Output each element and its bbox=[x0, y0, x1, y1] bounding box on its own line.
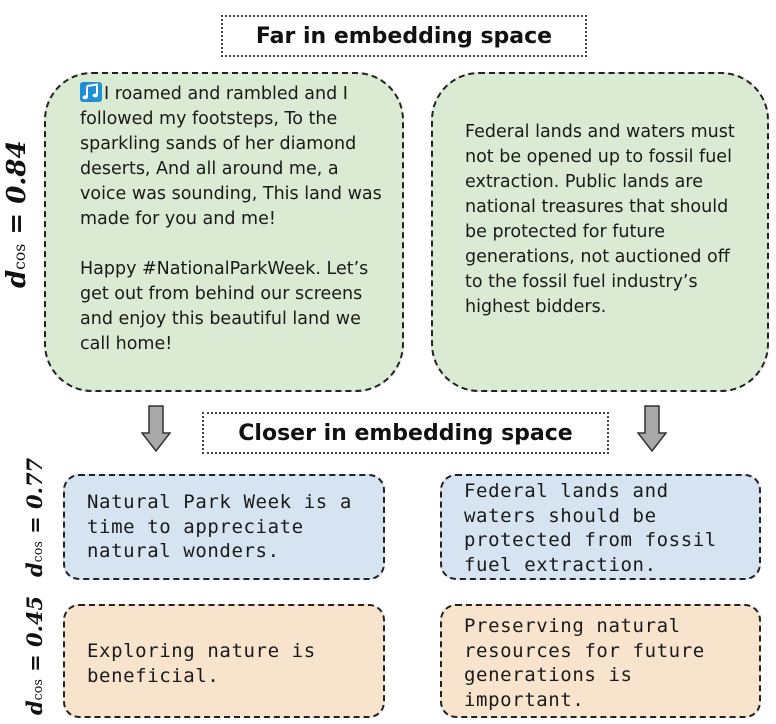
distance-value-mid: = 0.77 bbox=[22, 457, 47, 534]
down-arrow-icon-right bbox=[637, 405, 667, 453]
tweet-left-paragraph-1-text: I roamed and rambled and I followed my f… bbox=[80, 84, 382, 229]
distance-label-bottom: dcos = 0.45 bbox=[22, 596, 48, 715]
tweet-left-paragraph-2: Happy #NationalParkWeek. Let’s get out f… bbox=[80, 259, 369, 354]
summary-bottom-left-text: Exploring nature is beneficial. bbox=[87, 640, 316, 687]
music-note-icon bbox=[80, 82, 102, 102]
distance-symbol: d bbox=[22, 700, 47, 715]
summary-card-mid-left: Natural Park Week is a time to appreciat… bbox=[63, 474, 385, 580]
tweet-right-text: Federal lands and waters must not be ope… bbox=[465, 122, 735, 317]
distance-value-bottom: = 0.45 bbox=[22, 595, 47, 672]
closer-label-text: Closer in embedding space bbox=[238, 420, 573, 446]
closer-label: Closer in embedding space bbox=[202, 412, 609, 454]
distance-symbol: d bbox=[2, 269, 32, 288]
distance-subscript: cos bbox=[30, 541, 45, 563]
distance-label-mid: dcos = 0.77 bbox=[22, 458, 48, 577]
summary-card-bottom-right: Preserving natural resources for future … bbox=[440, 604, 761, 718]
tweet-left-paragraph-1: I roamed and rambled and I followed my f… bbox=[80, 82, 386, 232]
summary-card-mid-right: Federal lands and waters should be prote… bbox=[440, 474, 761, 580]
tweet-left-text: I roamed and rambled and I followed my f… bbox=[46, 74, 402, 390]
distance-symbol: d bbox=[22, 562, 47, 577]
tweet-card-right: Federal lands and waters must not be ope… bbox=[431, 72, 769, 392]
distance-subscript: cos bbox=[11, 243, 29, 270]
summary-mid-right-text: Federal lands and waters should be prote… bbox=[464, 480, 717, 576]
summary-bottom-right-text: Preserving natural resources for future … bbox=[464, 615, 705, 711]
far-label: Far in embedding space bbox=[221, 15, 587, 57]
distance-label-top: dcos = 0.84 bbox=[2, 140, 32, 288]
summary-card-bottom-left: Exploring nature is beneficial. bbox=[63, 604, 385, 718]
summary-mid-left-text: Natural Park Week is a time to appreciat… bbox=[87, 491, 352, 562]
far-label-text: Far in embedding space bbox=[255, 23, 553, 49]
down-arrow-icon-left bbox=[141, 405, 171, 453]
distance-value-top: = 0.84 bbox=[2, 140, 32, 235]
distance-subscript: cos bbox=[30, 679, 45, 701]
tweet-card-left: I roamed and rambled and I followed my f… bbox=[44, 72, 404, 392]
